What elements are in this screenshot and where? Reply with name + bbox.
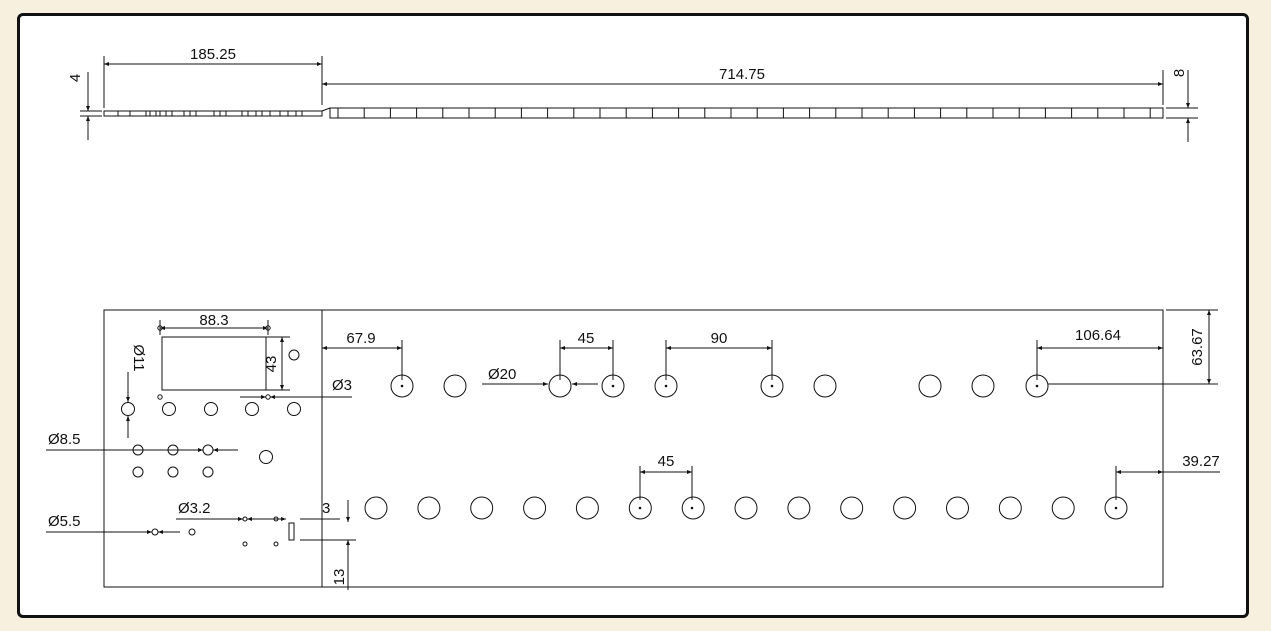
- hole-d20: [998, 496, 1022, 520]
- hole-d20: [523, 496, 547, 520]
- dim-label-43: 43: [263, 356, 280, 373]
- dim-label-4: 4: [67, 74, 84, 82]
- hole-d20: [1051, 496, 1075, 520]
- dim-88-3: [159, 320, 269, 335]
- dim-label-diam-11: Ø11: [130, 344, 147, 371]
- hole-d20: [893, 496, 917, 520]
- hole-center-mark: [770, 384, 774, 388]
- dim-label-714-75: 714.75: [719, 66, 765, 83]
- hole-d20: [417, 496, 441, 520]
- lower-hole-row: [364, 496, 1128, 520]
- dim-45-top: [559, 340, 614, 380]
- dim-67-9: [322, 340, 403, 380]
- hole-center-mark: [638, 506, 642, 510]
- dim-label-45-bottom: 45: [658, 453, 675, 470]
- hole-d20: [443, 374, 467, 398]
- hole-center-mark: [664, 384, 668, 388]
- dim-39-27: [1115, 466, 1220, 500]
- dim-label-diam-3: Ø3: [332, 377, 352, 394]
- side-view-slots: [337, 108, 1151, 118]
- dim-label-63-67: 63.67: [1189, 328, 1206, 366]
- hole-center-mark: [400, 384, 404, 388]
- hole-d20: [681, 496, 705, 520]
- hole-d20: [840, 496, 864, 520]
- dim-right-thickness: [1166, 70, 1198, 142]
- dim-label-3: 3: [322, 500, 330, 517]
- dim-45-bottom: [639, 466, 693, 500]
- dim-13: [300, 500, 356, 590]
- hole-d20: [813, 374, 837, 398]
- plate-outline: [103, 309, 1164, 588]
- hole-center-mark: [690, 506, 694, 510]
- hole-d20: [918, 374, 942, 398]
- hole-d20: [787, 496, 811, 520]
- hole-d20: [946, 496, 969, 520]
- hole-d20: [971, 374, 995, 398]
- dim-label-diam-5-5: Ø5.5: [48, 513, 81, 530]
- dim-left-thickness: [80, 72, 102, 140]
- dim-label-diam-3-2: Ø3.2: [178, 500, 211, 517]
- dim-label-13: 13: [331, 569, 348, 586]
- hole-d20: [734, 496, 758, 520]
- hole-center-mark: [1035, 384, 1039, 388]
- display-cutout: [161, 336, 267, 391]
- dim-63-67: [1048, 309, 1218, 385]
- dim-106-64: [1036, 340, 1163, 380]
- dim-label-106-64: 106.64: [1075, 327, 1121, 344]
- drawing-frame: [17, 13, 1249, 618]
- hole-d20: [575, 496, 599, 520]
- dim-label-diam-20: Ø20: [488, 366, 516, 383]
- side-view-left-section: [103, 110, 323, 117]
- hole-center-mark: [611, 384, 615, 388]
- plan-view: [46, 309, 1220, 590]
- dim-label-39-27: 39.27: [1182, 453, 1220, 470]
- dim-label-diam-8-5: Ø8.5: [48, 431, 81, 448]
- dim-185-25: [103, 56, 323, 108]
- dim-label-67-9: 67.9: [346, 330, 375, 347]
- hole-center-mark: [1114, 506, 1118, 510]
- side-view: [80, 56, 1198, 142]
- hole-d20: [364, 496, 388, 520]
- dim-90: [665, 340, 773, 380]
- side-view-left-ticks: [117, 111, 303, 116]
- dim-43: [266, 336, 290, 391]
- dim-714-75: [322, 70, 1164, 105]
- hole-d11: [121, 402, 135, 416]
- dim-label-8: 8: [1171, 69, 1188, 77]
- dim-label-88-3: 88.3: [199, 312, 228, 329]
- dim-label-90: 90: [711, 330, 728, 347]
- side-view-right-section: [329, 107, 1164, 119]
- hole-d20: [470, 496, 494, 520]
- dim-label-45-top: 45: [578, 330, 595, 347]
- dim-label-185-25: 185.25: [190, 46, 236, 63]
